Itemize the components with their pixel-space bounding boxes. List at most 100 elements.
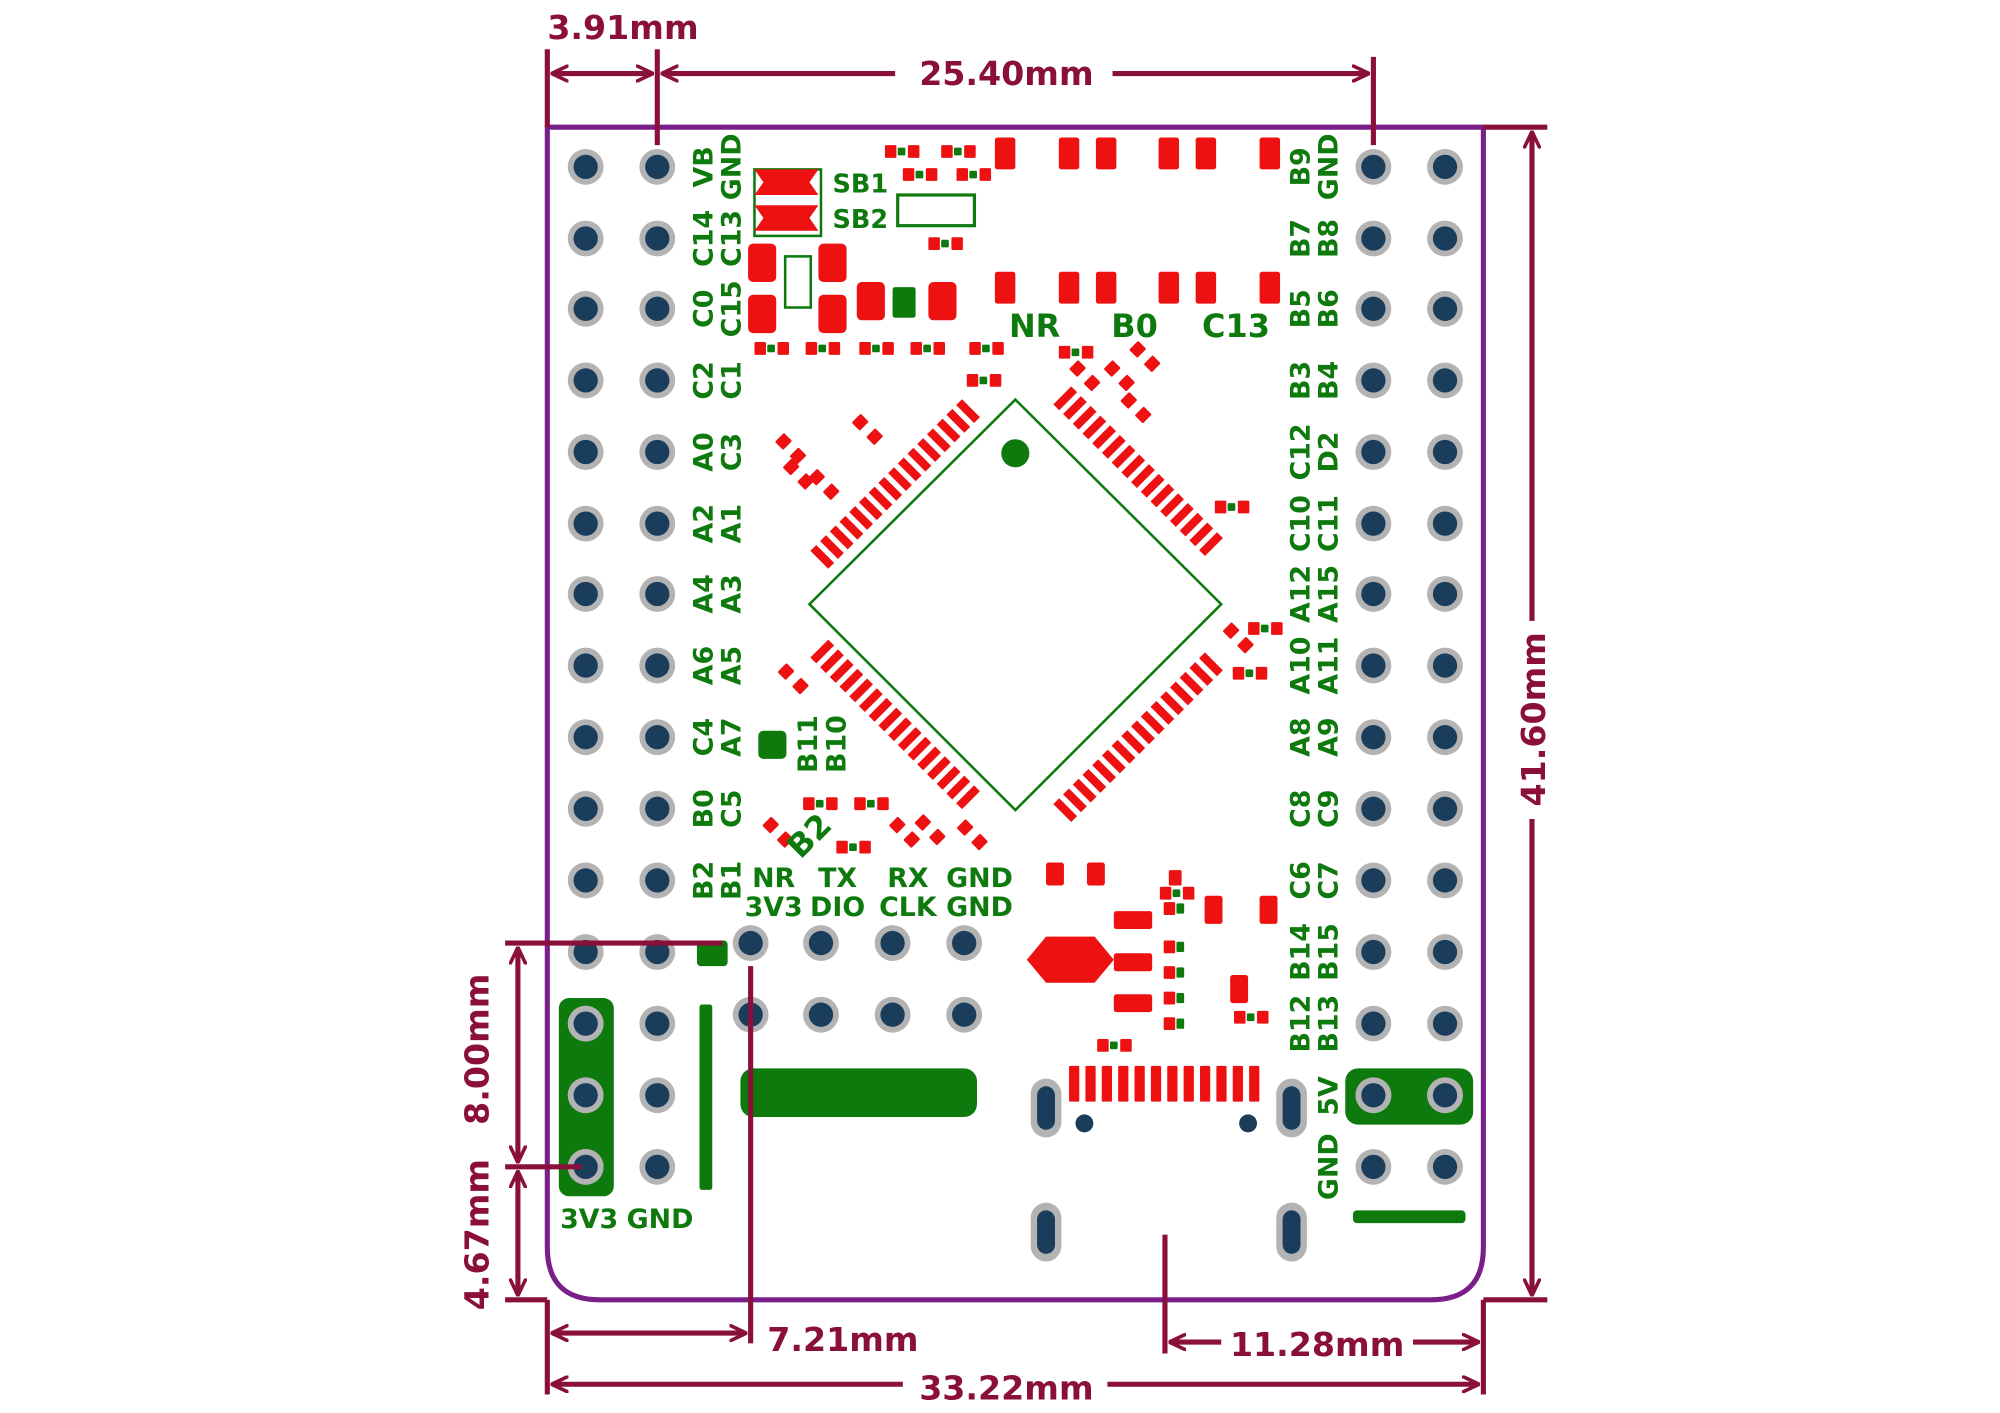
left-pin-label: A1: [716, 504, 747, 543]
mcu-pin-top-right: [1160, 493, 1185, 518]
right-inner-hole: [1361, 653, 1386, 678]
right-inner-hole: [1361, 1011, 1386, 1036]
mcu-pin-top-left: [926, 428, 951, 453]
left-inner-hole: [645, 939, 670, 965]
left-inner-hole: [645, 1083, 670, 1108]
mcu-pin-top-right: [1082, 415, 1107, 440]
passive-body: [1245, 669, 1254, 678]
regulator-pad: [1046, 862, 1064, 886]
dim-text-25-40: 25.40mm: [919, 54, 1093, 93]
passive-pad-b: [1135, 406, 1152, 424]
passive-pad-a: [783, 458, 800, 476]
pin-label-layer: VBGNDC14C13C0C15C2C1A0C3A2A1A4A3A6A5C4A7…: [688, 133, 1344, 1052]
mcu-pin-bottom-left: [907, 736, 932, 761]
left-inner-hole: [645, 296, 670, 321]
right-outer-hole: [1432, 653, 1458, 678]
dim-text-11-28: 11.28mm: [1230, 1325, 1404, 1364]
right-inner-hole: [1361, 939, 1386, 965]
left-pin-label: C5: [716, 790, 747, 828]
crystal-pad: [928, 281, 957, 321]
dim-text-3-91: 3.91mm: [547, 8, 698, 47]
swd-label-3v3: 3V3: [745, 892, 803, 923]
mcu-pin-top-left: [868, 486, 893, 511]
button-pad: [1058, 271, 1080, 304]
passive-body: [1071, 348, 1080, 357]
mcu-pin-top-left: [858, 496, 883, 521]
dim-text-4-67: 4.67mm: [457, 1159, 496, 1310]
left-outer-hole: [573, 581, 598, 607]
passive-body: [915, 170, 924, 179]
passive-pad-b: [951, 237, 963, 250]
crystal-pad: [748, 294, 777, 334]
mcu-pin-bottom-right: [1150, 701, 1175, 725]
mcu-pin-bottom-right: [1072, 778, 1097, 803]
passive-pad-a: [1097, 1038, 1109, 1052]
right-pin-label: A9: [1314, 717, 1345, 756]
left-pin-label: C1: [716, 361, 747, 399]
right-pin-label: D2: [1314, 432, 1345, 473]
passive-pad-a: [775, 433, 792, 450]
solder-bridge-pad: [754, 169, 819, 195]
swd-top-hole: [808, 930, 834, 956]
passive-body: [1176, 903, 1185, 914]
button-pad: [994, 271, 1016, 304]
rotated-passive: [808, 469, 840, 500]
right-pin-label: B5: [1285, 289, 1316, 328]
mcu-pin-top-right: [1179, 512, 1204, 537]
passive-pad-a: [1129, 341, 1146, 358]
right-pin-label: A15: [1314, 565, 1345, 623]
left-inner-hole: [645, 226, 670, 251]
usb-locating-hole: [1239, 1114, 1258, 1133]
mcu-pin-bottom-left: [917, 746, 942, 771]
passive-pad-b: [859, 840, 871, 854]
dimension-lines: [505, 49, 1548, 1395]
left-outer-hole: [573, 439, 598, 465]
passive-pad-a: [836, 840, 848, 854]
crystal-pad: [818, 243, 847, 282]
passive-pad-b: [979, 168, 992, 181]
left-inner-hole: [645, 725, 670, 750]
passive-pad-a: [1163, 966, 1176, 979]
mcu-pin-bottom-left: [839, 668, 864, 693]
silk-label-b2: B2: [779, 806, 839, 866]
right-inner-hole: [1361, 368, 1386, 393]
button-label-b0: B0: [1111, 307, 1158, 345]
passive-pad-b: [1182, 886, 1195, 900]
right-pin-label: B3: [1285, 361, 1316, 400]
mcu-pin-bottom-left: [868, 697, 893, 722]
mcu-pin-top-left: [878, 476, 903, 501]
left-pin-label: GND: [716, 133, 747, 200]
passive-body: [982, 344, 990, 353]
right-pin-label: B14: [1285, 923, 1316, 981]
left-inner-hole: [645, 796, 670, 821]
passive-pad-a: [969, 342, 981, 355]
mcu-outline: [807, 397, 1224, 812]
mcu-pin-bottom-right: [1189, 662, 1214, 686]
left-inner-hole: [645, 581, 670, 607]
power-jumper-hole: [573, 1011, 598, 1036]
mcu-pin-top-right: [1121, 454, 1146, 479]
passive-pad-b: [903, 831, 920, 848]
passive-body: [897, 147, 906, 156]
passive-pad-b: [989, 374, 1002, 387]
right-inner-hole: [1361, 511, 1386, 536]
right-outer-hole: [1432, 154, 1458, 180]
passive-pad-a: [808, 469, 825, 486]
usb-signal-pad: [1085, 1065, 1096, 1102]
rotated-passive: [1069, 360, 1101, 392]
diode-pad: [1204, 895, 1223, 924]
passive-body: [1227, 503, 1236, 511]
passive-pad-b: [1271, 622, 1283, 635]
mcu-pin-top-left: [956, 399, 980, 423]
usb-shield-slot: [1282, 1210, 1301, 1254]
left-pin-label: A3: [716, 574, 747, 613]
swd-label-clk: CLK: [879, 892, 938, 923]
diode-pad: [1230, 975, 1249, 1004]
passive-pad-b: [828, 342, 841, 355]
left-pin-label: C3: [716, 433, 747, 471]
passive-pad-a: [941, 145, 953, 158]
passive-pad: [1168, 870, 1182, 886]
mcu-pin-bottom-left: [829, 659, 854, 683]
pin1-square-pad: [696, 940, 728, 967]
passive-pad-a: [1069, 360, 1086, 377]
